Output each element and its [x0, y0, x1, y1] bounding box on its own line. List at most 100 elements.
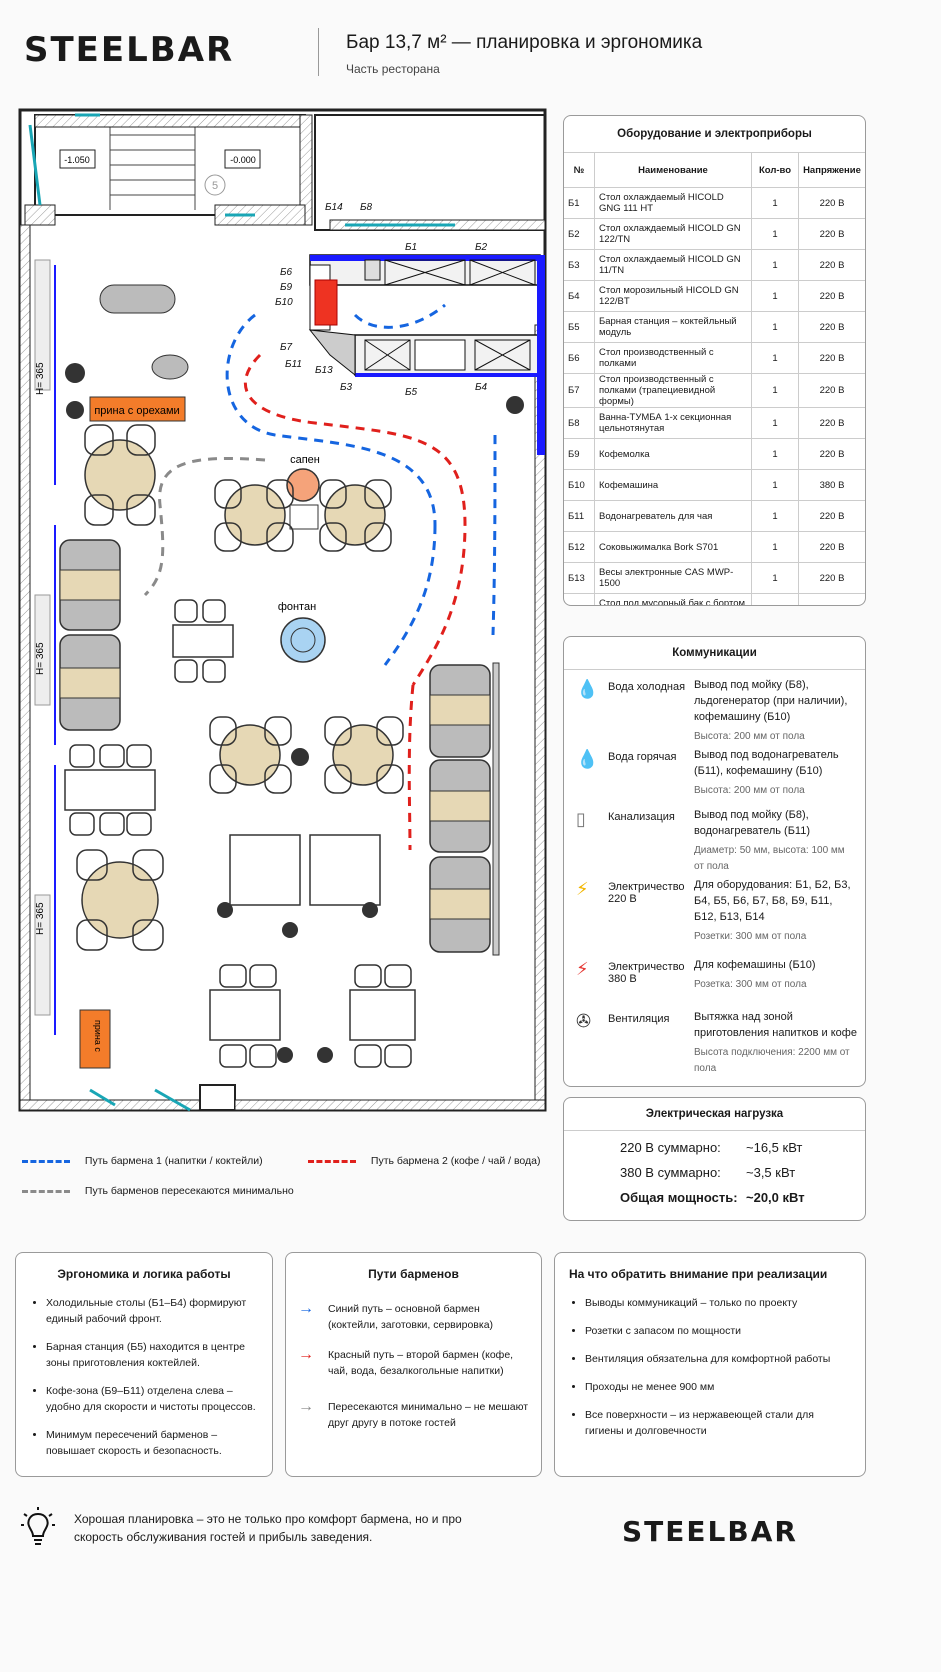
- label-b7: Б7: [280, 342, 293, 353]
- legend-path2: Путь бармена 2 (кофе / чай / вода): [308, 1155, 540, 1167]
- communication-desc: Вытяжка над зоной приготовления напитков…: [694, 1011, 857, 1039]
- lightning-icon: ⚡: [576, 879, 589, 900]
- legend-path1: Путь бармена 1 (напитки / коктейли): [22, 1155, 263, 1167]
- label-b3: Б3: [340, 382, 353, 393]
- label-sapen: сапен: [290, 454, 320, 466]
- communication-desc: Вывод под мойку (Б8), льдогенератор (при…: [694, 679, 848, 723]
- equipment-qty: 1: [751, 593, 799, 605]
- equipment-name: Стол морозильный HICOLD GN 122/BT: [594, 280, 752, 312]
- water-drop-icon: 💧: [576, 679, 599, 700]
- equipment-name: Соковыжималка Bork S701: [594, 531, 752, 563]
- col-name: Наименование: [594, 152, 752, 188]
- equipment-name: Стол охлаждаемый HICOLD GNG 111 HT: [594, 187, 752, 219]
- equipment-name: Весы электронные CAS MWP-1500: [594, 562, 752, 594]
- page-title: Бар 13,7 м² — планировка и эргономика: [346, 32, 703, 53]
- equipment-voltage: 220 В: [798, 249, 865, 281]
- equipment-qty: 1: [751, 218, 799, 250]
- load-220-label: 220 В суммарно:: [620, 1140, 721, 1155]
- equipment-qty: 1: [751, 342, 799, 374]
- notes-item: Розетки с запасом по мощности: [585, 1323, 849, 1339]
- equipment-code: Б3: [564, 249, 595, 281]
- blue-path-2: [383, 524, 437, 666]
- arrow-right-red-icon: →: [298, 1346, 314, 1363]
- wall-height-1: Н= 365: [35, 362, 46, 395]
- ergonomics-item: Холодильные столы (Б1–Б4) формируют един…: [46, 1295, 256, 1327]
- page-subtitle: Часть ресторана: [346, 62, 440, 76]
- load-title: Электрическая нагрузка: [564, 1098, 865, 1131]
- wall-height-2: Н= 365: [35, 642, 46, 675]
- communication-item: 💧 Вода холодная Вывод под мойку (Б8), льдо…: [564, 677, 865, 747]
- load-380-label: 380 В суммарно:: [620, 1165, 721, 1180]
- communication-name: Вентиляция: [608, 1013, 670, 1025]
- load-380-value: ~3,5 кВт: [746, 1165, 796, 1180]
- equipment-code: Б1: [564, 187, 595, 219]
- equipment-qty: 1: [751, 280, 799, 312]
- communication-desc: Вывод под водонагреватель (Б11), кофемаш…: [694, 749, 839, 777]
- paths-title: Пути барменов: [368, 1267, 459, 1281]
- equipment-code: Б7: [564, 373, 595, 408]
- communication-sub: Высота подключения: 2200 мм от пола: [694, 1047, 850, 1074]
- communication-name: Вода холодная: [608, 681, 686, 693]
- communication-sub: Высота: 200 мм от пола: [694, 731, 805, 742]
- label-b13: Б13: [315, 365, 333, 376]
- ergonomics-item: Кофе-зона (Б9–Б11) отделена слева – удоб…: [46, 1383, 256, 1415]
- equipment-code: Б5: [564, 311, 595, 343]
- col-num: №: [564, 152, 595, 188]
- blue-path-3: [353, 303, 446, 329]
- paths-card: Пути барменов → Синий путь – основной ба…: [285, 1252, 542, 1477]
- equipment-name: Барная станция – коктейльный модуль: [594, 311, 752, 343]
- equipment-voltage: 220 В: [798, 438, 865, 470]
- equipment-voltage: 220 В: [798, 593, 865, 605]
- equipment-qty: 1: [751, 311, 799, 343]
- notes-item: Вентиляция обязательна для комфортной ра…: [585, 1351, 849, 1367]
- equipment-voltage: 220 В: [798, 562, 865, 594]
- communication-name: Канализация: [608, 811, 675, 823]
- communication-sub: Высота: 200 мм от пола: [694, 785, 805, 796]
- footer-brand: STEELBAR: [622, 1515, 798, 1548]
- header-divider: [318, 28, 319, 76]
- equipment-name: Стол охлаждаемый HICOLD GN 11/TN: [594, 249, 752, 281]
- equipment-qty: 1: [751, 407, 799, 439]
- notes-card: На что обратить внимание при реализации …: [554, 1252, 866, 1477]
- gray-path: [143, 457, 266, 597]
- label-b14: Б14: [325, 202, 343, 213]
- communication-sub: Розетка: 300 мм от пола: [694, 979, 807, 990]
- equipment-qty: 1: [751, 500, 799, 532]
- communication-sub: Диаметр: 50 мм, высота: 100 мм от пола: [694, 845, 845, 872]
- communication-name: Электричество 220 В: [608, 881, 685, 905]
- floor-plan: -1.050 -0.000 5 Н= 365 Н= 365 Н= 365: [18, 108, 547, 1112]
- col-qty: Кол-во: [751, 152, 799, 188]
- equipment-code: Б6: [564, 342, 595, 374]
- communication-desc: Для кофемашины (Б10): [694, 959, 816, 971]
- equipment-name: Стол под мусорный бак с бортом HICOLD HS…: [594, 593, 752, 605]
- load-total-value: ~20,0 кВт: [746, 1190, 805, 1205]
- load-card: Электрическая нагрузка 220 В суммарно: ~…: [563, 1097, 866, 1221]
- communication-desc: Вывод под мойку (Б8), водонагреватель (Б…: [694, 809, 811, 837]
- equipment-voltage: 220 В: [798, 500, 865, 532]
- wall-height-3: Н= 365: [35, 902, 46, 935]
- label-b6: Б6: [280, 267, 293, 278]
- equipment-voltage: 380 В: [798, 469, 865, 501]
- equipment-voltage: 220 В: [798, 342, 865, 374]
- level-left: -1.050: [64, 155, 90, 165]
- equipment-code: Б4: [564, 280, 595, 312]
- communication-sub: Розетки: 300 мм от пола: [694, 931, 807, 942]
- equipment-name: Ванна-ТУМБА 1-х секционная цельнотянутая: [594, 407, 752, 439]
- equipment-voltage: 220 В: [798, 373, 865, 408]
- equipment-code: Б10: [564, 469, 595, 501]
